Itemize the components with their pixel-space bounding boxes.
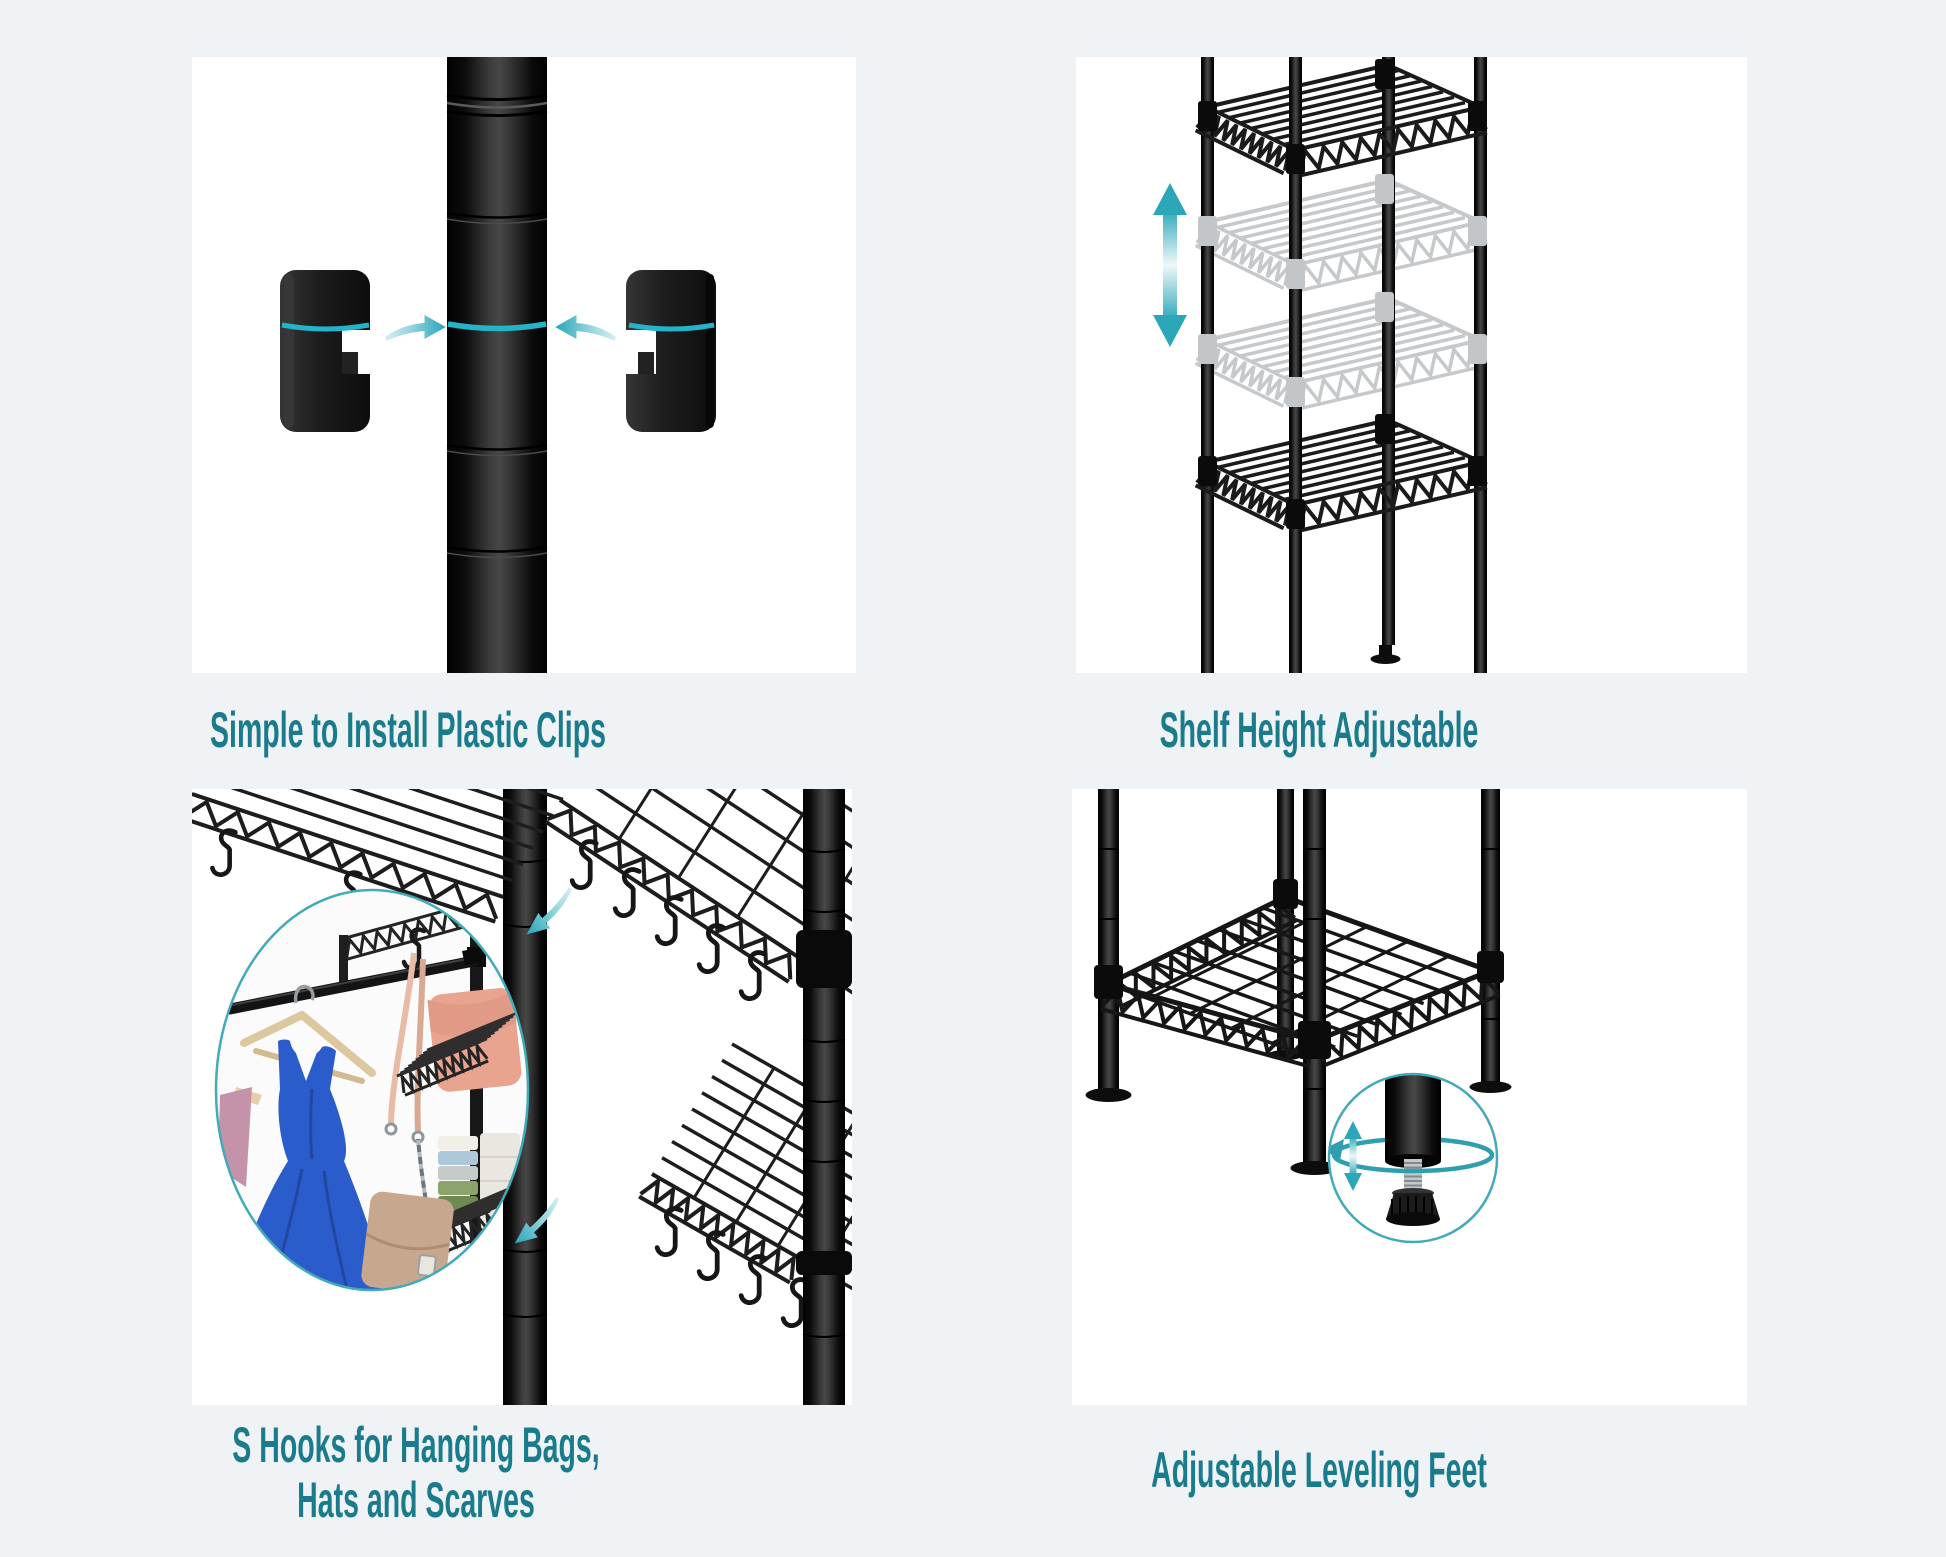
panel-s-hooks <box>192 789 852 1405</box>
pink-garment <box>218 1087 252 1187</box>
hanger-hook <box>293 984 315 1004</box>
leveling-feet-discs <box>1085 1081 1512 1175</box>
s-hook-icon <box>212 831 235 875</box>
panel-plastic-clips <box>192 57 856 673</box>
right-install-arrow-icon <box>555 315 616 341</box>
threaded-bolt <box>1404 1159 1422 1193</box>
inset-height-arrow-icon <box>1344 1121 1362 1191</box>
adjustable-shelves-illustration <box>1076 57 1747 673</box>
fixed-shelves <box>1207 65 1481 505</box>
leg-collars <box>1094 879 1504 1059</box>
tan-bag <box>361 1191 454 1290</box>
leveling-foot-inset <box>1327 1072 1499 1244</box>
shelf-collars <box>1198 59 1487 529</box>
height-adjust-arrow-icon <box>1153 183 1187 347</box>
leveling-feet-illustration <box>1072 789 1747 1405</box>
inset-border <box>214 888 530 1292</box>
caption-plastic-clips: Simple to Install Plastic Clips <box>210 702 606 758</box>
front-legs <box>1098 789 1500 1163</box>
panel-leveling-feet <box>1072 789 1747 1405</box>
rotation-swirl-icon <box>1331 1154 1495 1174</box>
knurled-foot <box>1386 1188 1440 1226</box>
panel-shelf-height <box>1076 57 1747 673</box>
inset-leg-cylinder <box>1385 1074 1441 1160</box>
inset-border <box>1327 1072 1499 1244</box>
pole-with-clips-illustration <box>280 57 716 673</box>
caption-s-hooks: S Hooks for Hanging Bags, Hats and Scarv… <box>232 1417 600 1528</box>
clothing-closeup-inset <box>214 888 530 1292</box>
ghost-shelf-positions <box>1196 180 1487 408</box>
right-plastic-clip <box>626 270 716 432</box>
center-pole <box>446 57 548 673</box>
hanging-rod <box>224 955 480 1015</box>
caption-shelf-height: Shelf Height Adjustable <box>1159 702 1479 758</box>
pole-groove-teal-line <box>447 321 547 332</box>
left-install-arrow-icon <box>385 315 446 341</box>
caption-leveling-feet: Adjustable Leveling Feet <box>1151 1442 1487 1498</box>
upper-shelf-s-hooks <box>572 842 765 999</box>
s-hooks-illustration <box>192 789 852 1405</box>
right-pole <box>796 789 852 1405</box>
fixed-shelf-trusses <box>1193 105 1489 533</box>
left-plastic-clip <box>280 270 372 432</box>
back-pole-foot <box>1370 645 1401 664</box>
